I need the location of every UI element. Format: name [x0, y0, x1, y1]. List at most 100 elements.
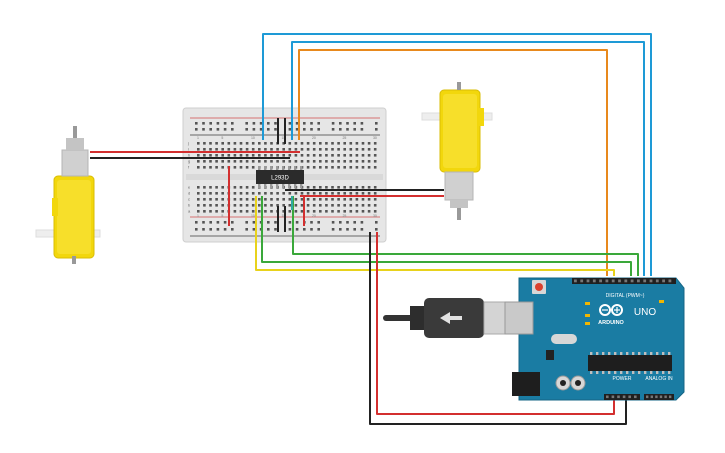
header-pin	[668, 279, 672, 283]
column-number: 30	[373, 136, 377, 140]
wire-green	[261, 196, 632, 276]
breadboard-hole	[270, 160, 273, 163]
breadboard-hole	[288, 148, 292, 151]
column-number: 15	[281, 136, 285, 140]
rail-hole	[195, 122, 198, 125]
rail-hole	[346, 221, 349, 224]
mcu-pin	[620, 352, 623, 355]
arduino-model: UNO	[634, 307, 656, 318]
breadboard-hole	[270, 192, 273, 195]
rail-hole	[331, 228, 335, 231]
rail-hole	[295, 128, 299, 131]
breadboard-hole	[294, 204, 298, 207]
rail-hole	[360, 221, 364, 224]
breadboard-hole	[294, 160, 298, 163]
header-pin	[574, 279, 577, 283]
breadboard-hole	[270, 148, 273, 151]
breadboard-hole	[367, 160, 371, 163]
motor-right	[421, 82, 493, 220]
breadboard-hole	[325, 210, 328, 213]
rail-hole	[259, 122, 263, 125]
breadboard-hole	[264, 160, 267, 163]
breadboard-hole	[373, 148, 377, 151]
mcu-pin	[668, 352, 671, 355]
breadboard-hole	[197, 198, 200, 201]
breadboard-hole	[331, 186, 334, 189]
motor-endcap	[450, 200, 468, 208]
breadboard-hole	[312, 148, 316, 151]
row-letter: c	[188, 197, 190, 202]
breadboard-hole	[233, 192, 237, 195]
column-number: 5	[221, 214, 223, 218]
breadboard-hole	[197, 186, 200, 189]
header-pin	[580, 279, 584, 283]
ic-pin	[294, 184, 297, 188]
breadboard-hole	[337, 154, 340, 157]
breadboard-hole	[276, 198, 279, 201]
breadboard-hole	[331, 142, 334, 145]
wire-green	[292, 196, 639, 276]
breadboard-hole	[319, 198, 322, 201]
ic-body	[256, 170, 304, 184]
wires	[90, 33, 652, 425]
wire-blue	[291, 41, 645, 276]
breadboard-hole	[294, 154, 298, 157]
breadboard-hole	[288, 160, 292, 163]
mcu-pin	[638, 352, 641, 355]
ic-pin	[258, 166, 261, 170]
breadboard-hole	[373, 192, 377, 195]
breadboard-hole	[325, 166, 328, 169]
breadboard-hole	[288, 154, 292, 157]
breadboard-hole	[233, 198, 237, 201]
power-pin	[622, 395, 626, 399]
breadboard-hole	[319, 186, 322, 189]
row-letter: i	[188, 147, 189, 152]
breadboard-hole	[355, 154, 359, 157]
breadboard-hole	[203, 186, 206, 189]
breadboard-hole	[319, 192, 322, 195]
breadboard-hole	[312, 154, 316, 157]
breadboard-hole	[233, 186, 237, 189]
rail-hole	[231, 122, 234, 125]
breadboard-hole	[331, 204, 334, 207]
rail-hole	[195, 221, 198, 224]
breadboard-hole	[209, 198, 212, 201]
breadboard-hole	[361, 186, 365, 189]
mcu-pin	[596, 371, 599, 374]
breadboard-hole	[233, 210, 237, 213]
breadboard-hole	[258, 160, 261, 163]
breadboard-hole	[361, 204, 365, 207]
ic-pins	[258, 166, 303, 188]
breadboard-hole	[270, 210, 273, 213]
breadboard-hole	[203, 204, 206, 207]
rail-hole	[274, 221, 277, 224]
power-pin	[606, 395, 609, 399]
breadboard-hole	[288, 210, 292, 213]
rail-hole	[346, 228, 349, 231]
breadboard-hole	[337, 210, 340, 213]
breadboard-hole	[227, 160, 231, 163]
breadboard-hole	[264, 204, 267, 207]
breadboard-hole	[245, 186, 249, 189]
breadboard-hole	[325, 198, 328, 201]
breadboard-hole	[221, 204, 224, 207]
header-pin	[624, 279, 628, 283]
breadboard-hole	[343, 210, 346, 213]
breadboard-hole	[209, 192, 212, 195]
breadboard-hole	[258, 210, 261, 213]
breadboard-hole	[300, 192, 304, 195]
digital-label: DIGITAL (PWM~)	[606, 293, 645, 299]
breadboard-hole	[349, 210, 353, 213]
breadboard-hole	[331, 192, 334, 195]
motor-can	[444, 171, 474, 201]
voltage-regulator	[546, 350, 554, 360]
rail-hole	[231, 221, 234, 224]
rail-hole	[303, 128, 306, 131]
motor-side-tab	[52, 198, 58, 216]
row-letter: a	[188, 209, 191, 214]
led-on	[659, 300, 664, 303]
breadboard-hole	[367, 204, 371, 207]
breadboard-hole	[209, 154, 212, 157]
rail-hole	[317, 228, 320, 231]
